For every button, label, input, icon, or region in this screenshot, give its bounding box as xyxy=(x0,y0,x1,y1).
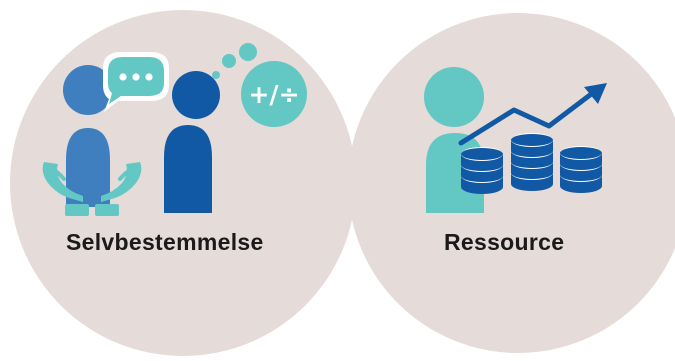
coin-stack-1 xyxy=(461,147,503,194)
math-symbols-text: +/÷ xyxy=(248,80,299,109)
people-talking-icon xyxy=(63,65,220,213)
speech-bubble-icon xyxy=(103,52,169,112)
math-symbols-icon: +/÷ xyxy=(248,80,299,109)
label-selvbestemmelse: Selvbestemmelse xyxy=(66,229,264,255)
coin-stack-3 xyxy=(560,146,602,193)
person-icon xyxy=(424,67,484,213)
coin-stack-2 xyxy=(511,133,553,191)
coin-stacks-icon xyxy=(461,133,602,194)
rising-arrow-icon xyxy=(458,83,607,146)
thought-bubble-icon xyxy=(212,43,307,127)
supporting-hands-icon xyxy=(42,162,142,216)
label-ressource: Ressource xyxy=(444,229,565,255)
